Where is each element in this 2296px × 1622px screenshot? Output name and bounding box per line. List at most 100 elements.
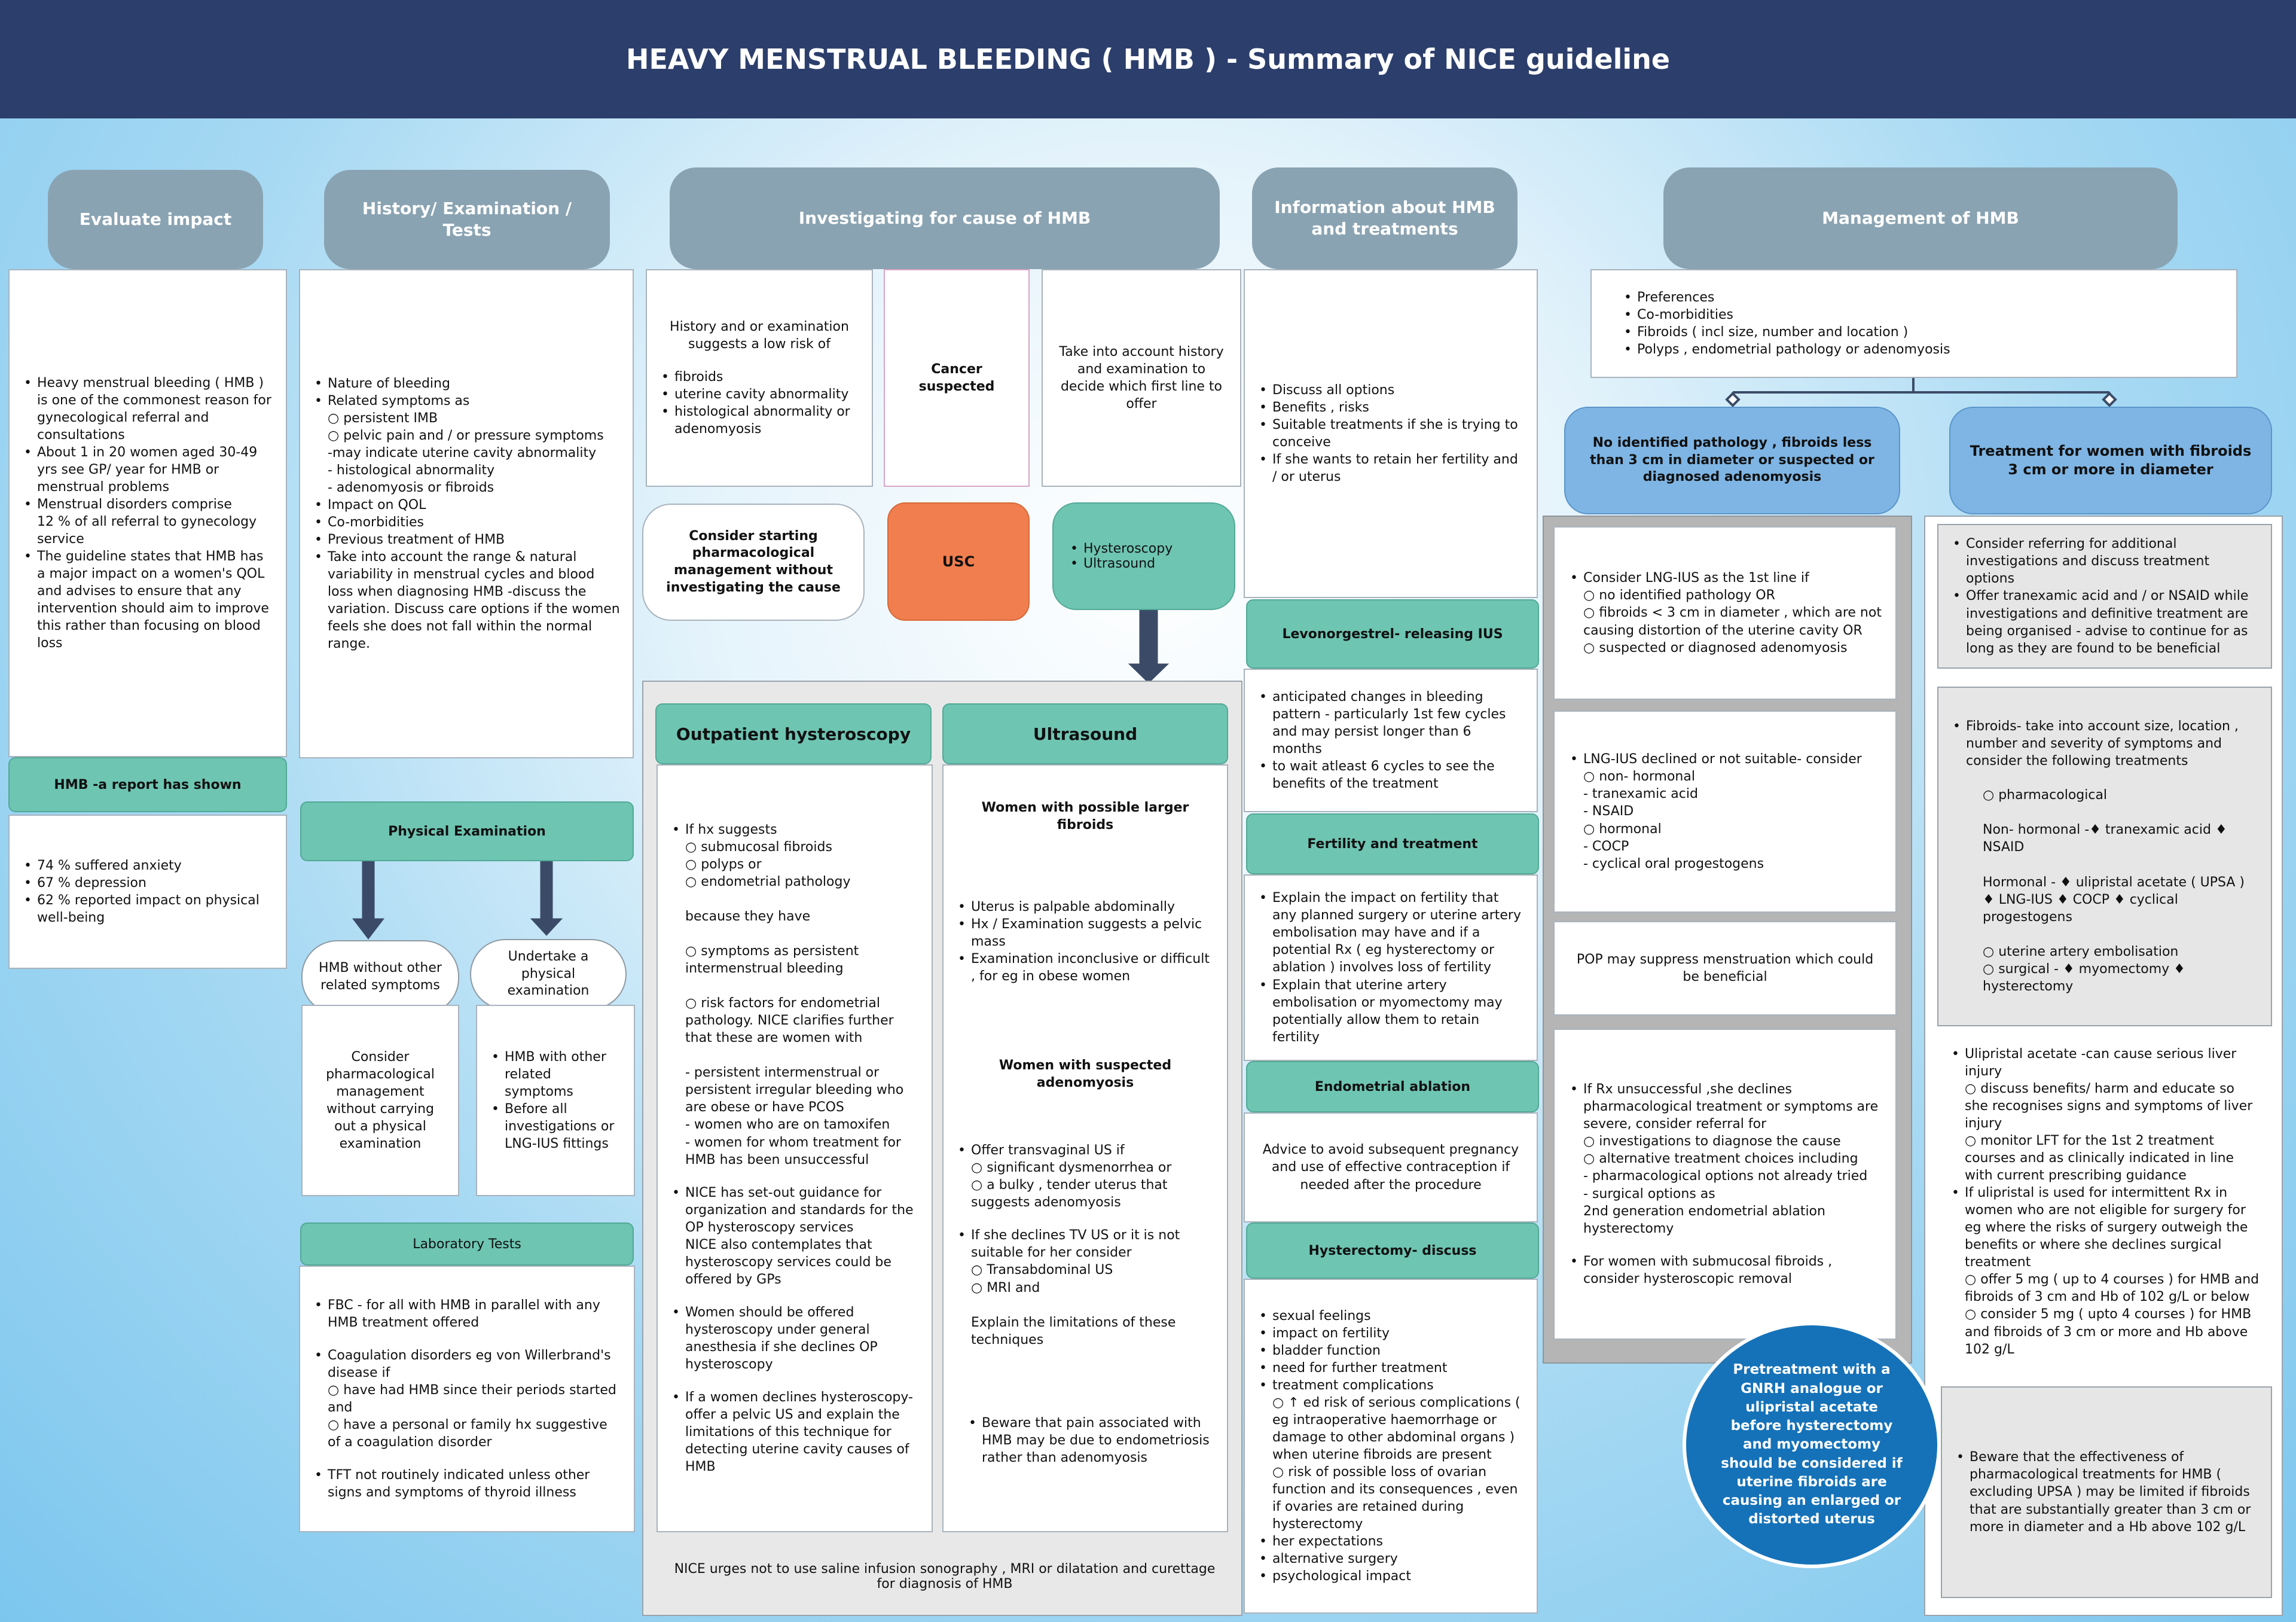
rx-unsuccessful-box: If Rx unsuccessful ,she declines pharmac… (1553, 1029, 1897, 1340)
list-item: Consider referring for additional invest… (1950, 535, 2259, 587)
list-item: fibroids (659, 368, 860, 386)
report-label: HMB -a report has shown (8, 757, 287, 812)
list-item: Related symptoms as ○ persistent IMB ○ p… (312, 392, 621, 496)
list-item: The guideline states that HMB has a majo… (22, 548, 274, 652)
list-item: impact on fertility (1257, 1325, 1525, 1342)
laboratory-tests-label: Laboratory Tests (300, 1222, 634, 1266)
report-box: 74 % suffered anxiety 67 % depression 62… (8, 815, 287, 969)
evaluate-box: Heavy menstrual bleeding ( HMB ) is one … (8, 269, 287, 757)
management-considerations-box: Preferences Co-morbidities Fibroids ( in… (1590, 269, 2237, 378)
list-item: histological abnormality or adenomyosis (659, 403, 860, 438)
management-branch (1725, 378, 2117, 407)
cancer-suspected-box: Cancer suspected (884, 269, 1030, 487)
hysterectomy-label: Hysterectomy- discuss (1246, 1222, 1539, 1279)
list-item: Menstrual disorders comprise 12 % of all… (22, 496, 274, 548)
list-item: Nature of bleeding (312, 375, 621, 392)
list-item: to wait atleast 6 cycles to see the bene… (1257, 758, 1525, 792)
adenomyosis-subtitle: Women with suspected adenomyosis (999, 1058, 1172, 1091)
list-item: Co-morbidities (1622, 306, 1950, 324)
arrow-shaft-right (540, 861, 553, 919)
list-item: If Rx unsuccessful ,she declines pharmac… (1568, 1081, 1883, 1237)
take-into-account-box: Take into account history and examinatio… (1042, 269, 1241, 487)
with-symptoms-box: HMB with other related symptoms Before a… (476, 1005, 635, 1196)
no-identified-pathology-title: No identified pathology , fibroids less … (1564, 407, 1900, 514)
list-item: If a women declines hysteroscopy-offer a… (670, 1389, 920, 1475)
header-evaluate-impact: Evaluate impact (48, 170, 263, 269)
hysteroscopy-ultrasound-box: Hysteroscopy Ultrasound (1052, 502, 1235, 610)
list-item: About 1 in 20 women aged 30-49 yrs see G… (22, 444, 274, 496)
larger-fibroids-subtitle: Women with possible larger fibroids (981, 800, 1189, 833)
list-item: Offer transvaginal US if ○ significant d… (955, 1142, 1215, 1211)
list-item: Explain that uterine artery embolisation… (1257, 977, 1525, 1046)
list-item: Preferences (1622, 289, 1950, 306)
pharmacological-without-exam-box: Consider pharmacological management with… (301, 1005, 459, 1196)
list-item: Take into account the range & natural va… (312, 548, 621, 653)
list-item: Polyps , endometrial pathology or adenom… (1622, 341, 1950, 358)
list-item: Ultrasound (1068, 556, 1173, 571)
list-item: Uterus is palpable abdominally (955, 898, 1215, 916)
list-item: If ulipristal is used for intermittent R… (1949, 1184, 2260, 1358)
outpatient-hysteroscopy-box: If hx suggests ○ submucosal fibroids ○ p… (657, 764, 933, 1532)
list-item: anticipated changes in bleeding pattern … (1257, 688, 1525, 758)
list-item: Women should be offered hysteroscopy und… (670, 1304, 920, 1373)
list-item: Explain the impact on fertility that any… (1257, 889, 1525, 976)
list-item: Previous treatment of HMB (312, 531, 621, 548)
endometrial-ablation-label: Endometrial ablation (1246, 1061, 1539, 1112)
header-information: Information about HMB and treatments (1252, 167, 1518, 269)
fertility-label: Fertility and treatment (1246, 813, 1539, 874)
list-item: 67 % depression (22, 874, 274, 892)
list-item: need for further treatment (1257, 1359, 1525, 1377)
outpatient-hysteroscopy-title: Outpatient hysteroscopy (655, 703, 932, 764)
lng-ius-box: anticipated changes in bleeding pattern … (1244, 669, 1538, 812)
arrow-head-right (530, 918, 563, 936)
list-item: Heavy menstrual bleeding ( HMB ) is one … (22, 374, 274, 444)
arrow-shaft-left (362, 861, 375, 919)
list-item: sexual feelings (1257, 1307, 1525, 1325)
physical-examination-label: Physical Examination (300, 801, 634, 861)
referral-box: Consider referring for additional invest… (1937, 524, 2272, 669)
list-item: Examination inconclusive or difficult , … (955, 950, 1215, 985)
list-item: uterine cavity abnormality (659, 386, 860, 403)
list-item: Fibroids- take into account size, locati… (1950, 718, 2259, 770)
list-item: Consider LNG-IUS as the 1st line if ○ no… (1568, 569, 1883, 656)
list-item: Coagulation disorders eg von Willerbrand… (312, 1347, 622, 1451)
list-item: Impact on QOL (312, 496, 621, 514)
list-item: her expectations (1257, 1533, 1525, 1550)
usc-box: USC (887, 502, 1030, 621)
ultrasound-box: Women with possible larger fibroids Uter… (942, 764, 1228, 1532)
list-item: Discuss all options (1257, 382, 1525, 399)
arrow-shaft-us (1139, 609, 1158, 664)
fibroids-treatment-box: Fibroids- take into account size, locati… (1937, 687, 2272, 1026)
list-item: HMB with other related symptoms (489, 1048, 622, 1100)
list-item: Ulipristal acetate -can cause serious li… (1949, 1045, 2260, 1184)
list-item: alternative surgery (1257, 1550, 1525, 1568)
list-item: Before all investigations or LNG-IUS fit… (489, 1100, 622, 1153)
low-risk-intro: History and or examination suggests a lo… (670, 319, 849, 352)
list-item: Benefits , risks (1257, 399, 1525, 416)
list-item: TFT not routinely indicated unless other… (312, 1466, 622, 1501)
list-item: For women with submucosal fibroids , con… (1568, 1253, 1883, 1288)
pop-box: POP may suppress menstruation which coul… (1553, 921, 1897, 1016)
page-title: HEAVY MENSTRUAL BLEEDING ( HMB ) - Summa… (625, 43, 1671, 75)
lng-ius-declined-box: LNG-IUS declined or not suitable- consid… (1553, 711, 1897, 913)
lng-ius-label: Levonorgestrel- releasing IUS (1246, 599, 1539, 669)
list-item: bladder function (1257, 1342, 1525, 1359)
consider-pharmacological-box: Consider starting pharmacological manage… (642, 504, 865, 621)
pretreatment-circle: Pretreatment with a GNRH analogue or uli… (1683, 1322, 1941, 1568)
list-item: Offer tranexamic acid and / or NSAID whi… (1950, 587, 2259, 657)
information-box: Discuss all options Benefits , risks Sui… (1244, 269, 1538, 598)
list-item: Beware that the effectiveness of pharmac… (1954, 1449, 2259, 1535)
list-item: Fibroids ( incl size, number and locatio… (1622, 324, 1950, 341)
list-item: Hx / Examination suggests a pelvic mass (955, 916, 1215, 950)
list-item: 74 % suffered anxiety (22, 857, 274, 874)
arrow-head-us (1128, 663, 1170, 684)
list-item: LNG-IUS declined or not suitable- consid… (1568, 751, 1862, 872)
title-banner: HEAVY MENSTRUAL BLEEDING ( HMB ) - Summa… (0, 0, 2296, 118)
ultrasound-title: Ultrasound (942, 703, 1228, 764)
list-item: Beware that pain associated with HMB may… (966, 1414, 1215, 1466)
nice-urges-footer: NICE urges not to use saline infusion so… (674, 1562, 1216, 1591)
list-item: NICE has set-out guidance for organizati… (670, 1184, 920, 1288)
list-item: Suitable treatments if she is trying to … (1257, 416, 1525, 451)
list-item: Hysteroscopy (1068, 541, 1173, 556)
